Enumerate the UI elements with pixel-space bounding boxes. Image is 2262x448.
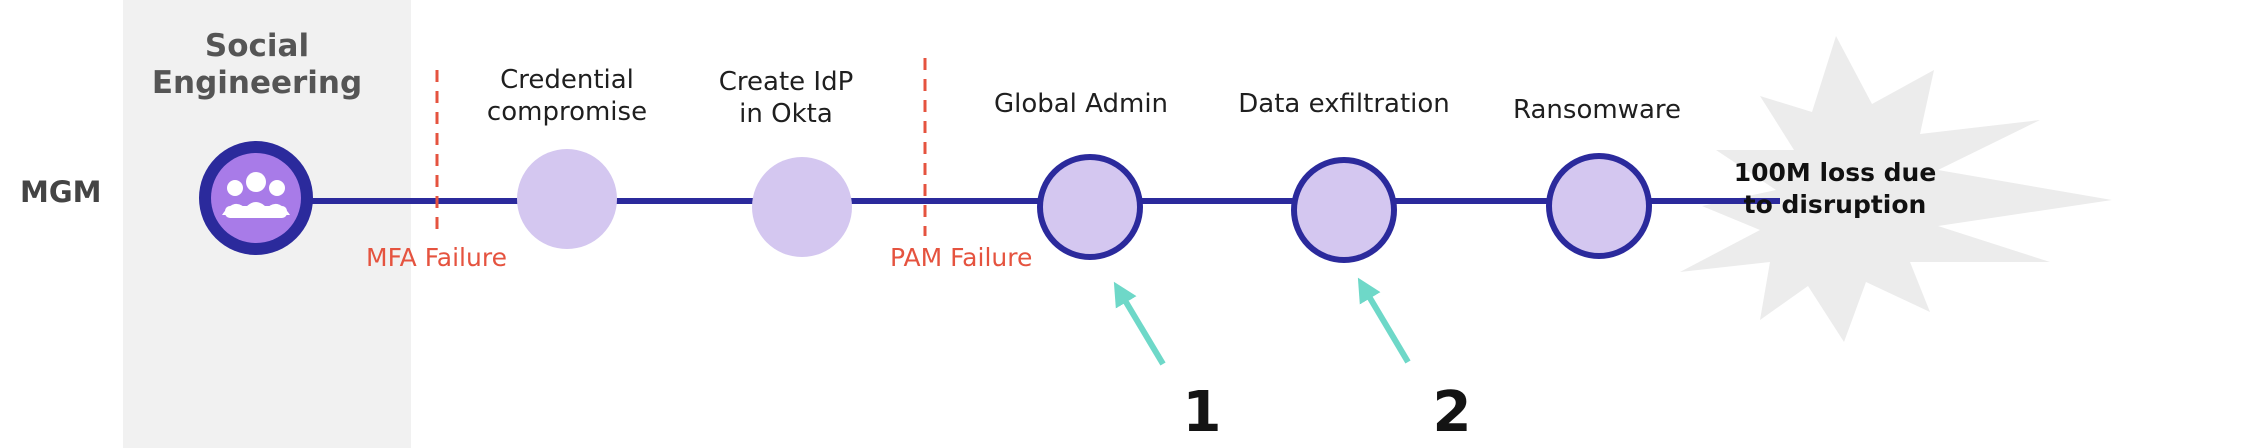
- node-create-idp: [752, 157, 852, 257]
- node-data-exfiltration: [1291, 157, 1397, 263]
- callout-arrow-2: [1357, 277, 1411, 364]
- node-ransomware: [1546, 153, 1652, 259]
- start-node-inner: [211, 153, 301, 243]
- pam-failure-label: PAM Failure: [890, 243, 1033, 272]
- callout-arrow-1: [1113, 281, 1166, 366]
- node-credential-compromise: [517, 149, 617, 249]
- people-group-icon: [222, 172, 290, 218]
- node-global-admin: [1037, 154, 1143, 260]
- phase-title: Social Engineering: [151, 28, 363, 101]
- outcome-label: 100M loss due to disruption: [1733, 158, 1937, 219]
- callout-number-1: 1: [1182, 380, 1222, 445]
- step-label-ransomware: Ransomware: [1513, 95, 1681, 125]
- mfa-failure-label: MFA Failure: [366, 243, 507, 272]
- step-label-data-exfiltration: Data exfiltration: [1238, 89, 1450, 119]
- step-label-create-idp: Create IdP in Okta: [718, 67, 854, 129]
- callout-number-2: 2: [1432, 380, 1472, 445]
- outcome-burst-shape: [1680, 36, 2112, 342]
- row-label: MGM: [20, 175, 102, 209]
- step-label-global-admin: Global Admin: [993, 89, 1169, 119]
- step-label-credential-compromise: Credential compromise: [486, 65, 648, 127]
